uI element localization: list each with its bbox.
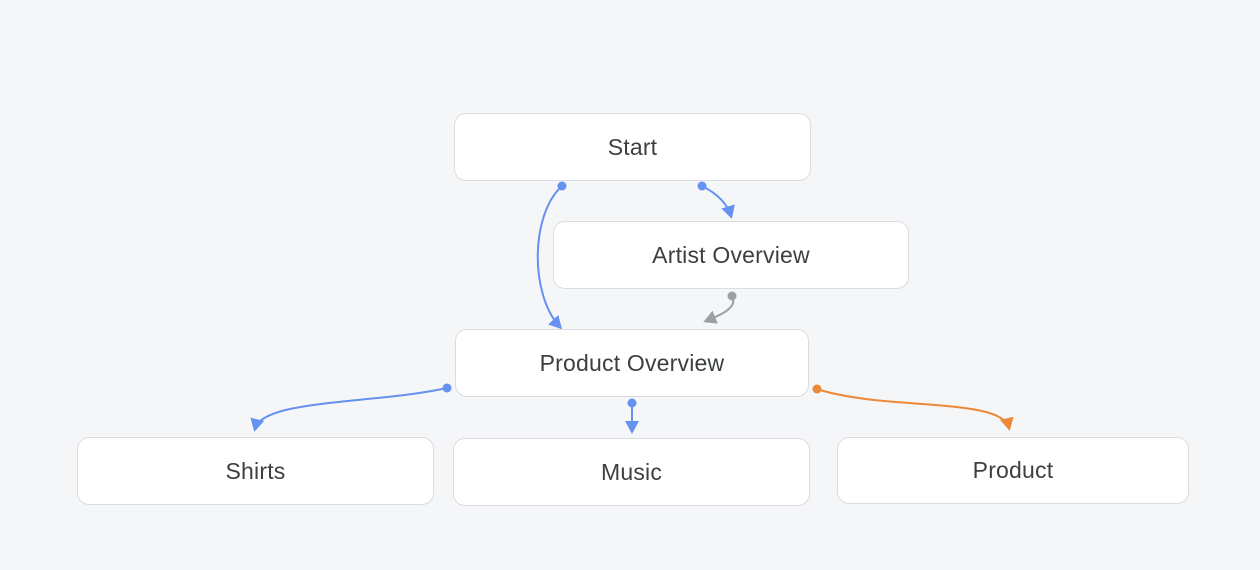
node-shirts[interactable]: Shirts	[77, 437, 434, 505]
node-music[interactable]: Music	[453, 438, 810, 506]
node-label: Artist Overview	[652, 241, 810, 268]
edge-source-dot	[812, 384, 822, 394]
node-label: Music	[600, 458, 663, 485]
node-label: Start	[607, 133, 658, 160]
node-label: Product Overview	[539, 349, 725, 376]
node-label: Product	[972, 457, 1054, 483]
edge-product-overview-to-shirts	[250, 387, 448, 432]
node-start[interactable]: Start	[454, 113, 811, 181]
edge-start-to-artist-overview	[701, 185, 735, 219]
edge-source-dot	[727, 291, 737, 301]
node-product[interactable]: Product	[837, 437, 1189, 504]
edge-source-dot	[627, 398, 637, 408]
edge-source-dot	[442, 383, 452, 393]
edge-source-dot	[557, 181, 567, 191]
node-label: Shirts	[225, 457, 286, 484]
edge-artist-overview-to-product-overview	[703, 295, 735, 324]
edge-product-overview-to-product	[816, 388, 1014, 431]
node-artist-overview[interactable]: Artist Overview	[553, 221, 909, 289]
edge-source-dot	[697, 181, 707, 191]
node-product-overview[interactable]: Product Overview	[455, 329, 809, 397]
